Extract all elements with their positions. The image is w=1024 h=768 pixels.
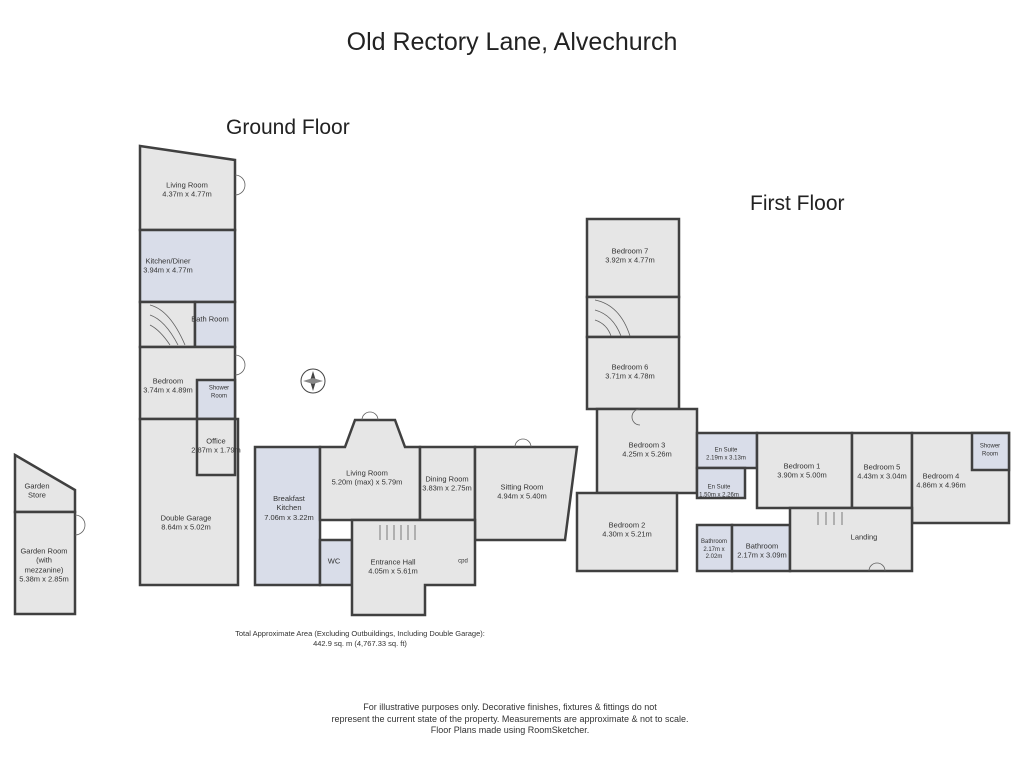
label-bath-room: Bath Room (191, 314, 229, 324)
room-bathroom-small (695, 523, 734, 573)
label-garden-store: Garden Store (24, 481, 50, 500)
label-garden-room: Garden Room (with mezzanine)5.38m x 2.85… (19, 546, 69, 584)
room-office (195, 417, 237, 477)
room-en-suite-1 (695, 431, 759, 470)
compass-icon (300, 368, 326, 394)
room-garden-room (13, 510, 77, 616)
page-title: Old Rectory Lane, Alvechurch (346, 28, 678, 56)
first-floor-title: First Floor (750, 192, 845, 215)
disclaimer: For illustrative purposes only. Decorati… (331, 702, 689, 736)
door-icon (74, 174, 886, 572)
total-area-note: Total Approximate Area (Excluding Outbui… (235, 629, 485, 648)
label-landing: Landing (850, 532, 878, 542)
room-sitting-room (473, 445, 579, 542)
room-bedroom-7 (585, 217, 681, 299)
room-landing (788, 506, 914, 573)
label-shower-room-first: Shower Room (979, 443, 1001, 458)
room-bedroom-5 (850, 431, 914, 510)
room-kitchen-diner (138, 228, 237, 304)
room-bedroom-2 (575, 491, 679, 573)
room-first-stairs (585, 295, 681, 339)
room-entrance-hall (350, 518, 477, 617)
room-en-suite-2 (695, 466, 747, 500)
label-shower-room-ground: Shower Room (208, 385, 230, 400)
room-bath-room (193, 300, 237, 349)
room-shower-room-first (970, 431, 1011, 472)
room-stair-area (138, 300, 197, 349)
ground-floor-title: Ground Floor (226, 116, 350, 139)
label-cpd: cpd (458, 558, 468, 565)
stairs-icon (149, 299, 843, 540)
room-bathroom-large (730, 523, 792, 573)
label-wc: WC (327, 556, 341, 566)
room-bedroom-1 (755, 431, 854, 510)
